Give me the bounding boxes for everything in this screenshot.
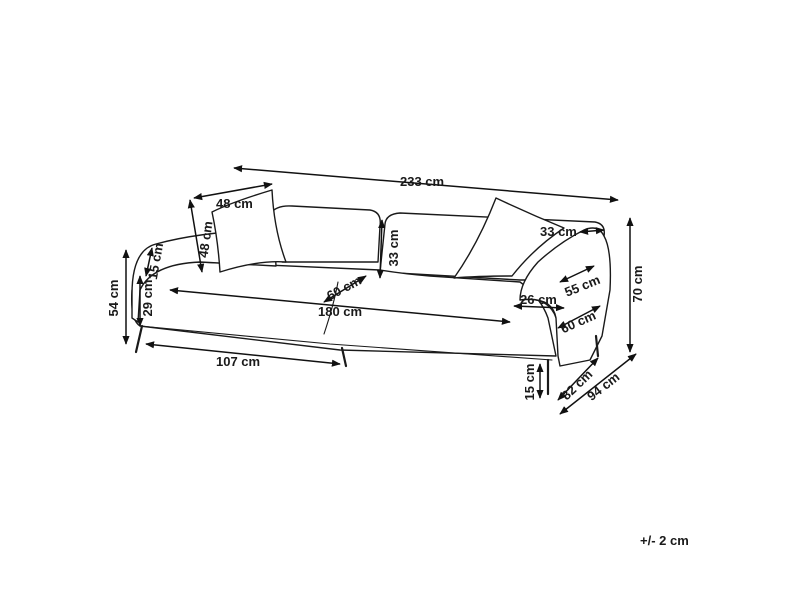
label-backrest-height: 33 cm	[386, 230, 401, 267]
backrest-left	[269, 205, 381, 263]
dim-line-180	[169, 287, 511, 325]
dim-line-94	[559, 353, 637, 415]
label-arm-inner-width: 26 cm	[520, 292, 557, 307]
dim-line-33-back	[376, 219, 386, 279]
label-armrest-height-back: 48 cm	[196, 220, 216, 259]
dim-line-48-height	[187, 199, 205, 273]
label-cushion-half-width: 107 cm	[216, 354, 260, 369]
tolerance-note: +/- 2 cm	[640, 533, 689, 548]
label-armrest-top: 15 cm	[145, 242, 166, 281]
dimension-lines	[122, 165, 637, 415]
label-overall-width: 233 cm	[400, 174, 444, 189]
leg-mid	[340, 346, 348, 368]
label-seat-height: 29 cm	[140, 280, 155, 317]
dim-line-48-depth	[193, 181, 273, 201]
label-arm-width-top: 33 cm	[540, 224, 577, 239]
dim-line-60-seat	[323, 275, 367, 303]
label-total-height-front: 54 cm	[106, 280, 121, 317]
label-seat-width: 180 cm	[318, 304, 362, 319]
label-leg-height: 15 cm	[522, 364, 537, 401]
dim-line-60-arm	[557, 305, 601, 329]
dim-line-107	[145, 341, 341, 367]
leg-back-right	[594, 334, 600, 358]
dim-line-15	[144, 247, 154, 277]
dim-line-26	[513, 302, 565, 312]
dim-line-55	[559, 265, 595, 283]
label-armrest-depth: 48 cm	[216, 196, 253, 211]
pillow-right	[453, 197, 565, 279]
dim-line-33-arm	[579, 227, 605, 235]
leg-front-left	[134, 324, 144, 354]
dim-line-233	[233, 165, 619, 203]
armrest-right-inner	[519, 298, 557, 319]
label-total-height: 70 cm	[630, 266, 645, 303]
